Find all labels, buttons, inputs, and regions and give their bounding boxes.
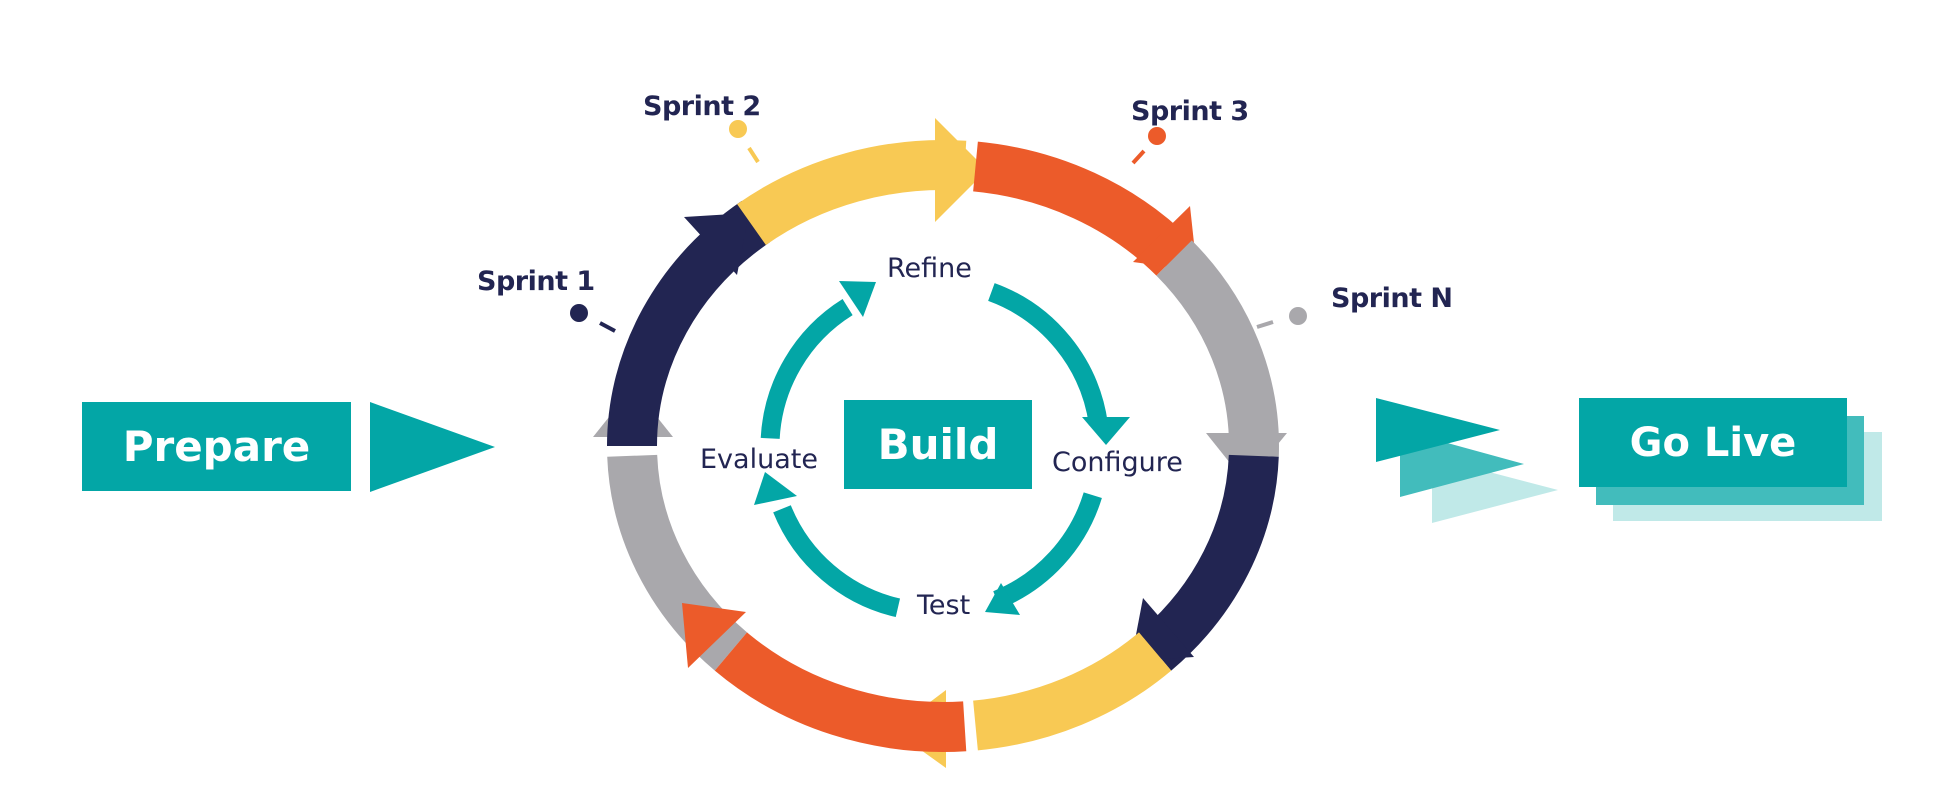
sprint-n-marker — [1256, 307, 1307, 329]
build-arrow-body — [760, 299, 853, 440]
build-cycle-ring — [754, 281, 1130, 618]
build-arrow-body — [993, 492, 1102, 609]
prepare-label: Prepare — [122, 422, 311, 471]
sprint-2-dot-icon — [729, 120, 747, 138]
sprint-segment-arrowhead-icon — [682, 603, 746, 668]
go-live-phase-box: Go Live — [1579, 398, 1847, 487]
build-arrow-test-to-evaluate — [754, 472, 901, 618]
sprint-segment-arrowhead-icon — [684, 213, 749, 275]
sprint-2-marker — [729, 120, 760, 164]
sprint-segment-body — [714, 632, 967, 752]
build-arrowhead-icon — [1082, 417, 1130, 445]
sprint-segment-body — [1156, 240, 1279, 457]
go-live-arrow-dark-icon — [1376, 398, 1500, 462]
build-arrowhead-icon — [985, 583, 1020, 615]
step-refine-label: Refine — [887, 253, 972, 284]
sprint-segment-navy-bottom-right — [1131, 454, 1279, 671]
sprint-1-marker — [570, 304, 616, 333]
sprint-segment-yellow-top — [737, 118, 987, 246]
prepare-arrow-icon — [370, 402, 495, 492]
sprint-cycle-ring — [593, 118, 1287, 768]
sprint-segment-navy-top-left — [607, 200, 771, 447]
build-arrowhead-icon — [839, 281, 876, 317]
step-evaluate-label: Evaluate — [700, 444, 818, 475]
sprint-1-dash — [599, 321, 616, 333]
sprint-segment-orange-top-right — [972, 141, 1197, 276]
sprint-2-label: Sprint 2 — [643, 91, 761, 122]
sprint-segment-body — [972, 141, 1192, 276]
build-arrow-body — [773, 505, 901, 618]
sprint-segment-body — [737, 140, 967, 246]
sprint-segment-body — [1138, 454, 1279, 671]
sprint-1-dot-icon — [570, 304, 588, 322]
build-label: Build — [877, 420, 999, 469]
build-arrowhead-icon — [754, 472, 797, 505]
sprint-3-marker — [1131, 127, 1166, 165]
build-arrow-body — [988, 283, 1108, 426]
sprint-n-label: Sprint N — [1331, 283, 1453, 314]
build-arrow-refine-to-configure — [988, 283, 1130, 445]
sprint-3-dot-icon — [1148, 127, 1166, 145]
sprint-segment-arrowhead-icon — [935, 118, 987, 222]
prepare-phase-box: Prepare — [82, 402, 351, 491]
build-arrow-evaluate-to-refine — [760, 281, 876, 440]
sprint-n-dot-icon — [1289, 307, 1307, 325]
sprint-segment-orange-bottom-left — [682, 603, 967, 752]
sprint-2-dash — [747, 146, 760, 164]
step-test-label: Test — [917, 590, 971, 621]
sprint-segment-body — [972, 632, 1172, 751]
sprint-1-label: Sprint 1 — [477, 266, 595, 297]
go-live-label: Go Live — [1629, 419, 1797, 466]
sprint-n-dash — [1256, 320, 1274, 329]
build-phase-box: Build — [844, 400, 1032, 489]
step-configure-label: Configure — [1052, 447, 1183, 478]
sprint-3-dash — [1131, 149, 1146, 165]
build-arrow-configure-to-test — [985, 492, 1102, 615]
sprint-segment-gray-right — [1156, 240, 1287, 483]
sprint-3-label: Sprint 3 — [1131, 96, 1249, 127]
